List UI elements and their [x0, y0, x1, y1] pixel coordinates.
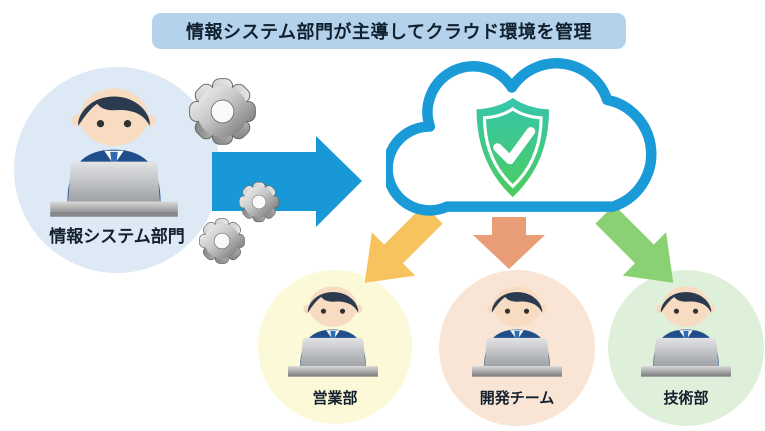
branch-arrow-dev-shape [473, 217, 545, 269]
gear-icon [186, 75, 259, 148]
person-at-laptop-icon [640, 286, 732, 379]
person-at-laptop-icon [287, 286, 379, 379]
department-label-dev: 開発チーム [479, 390, 555, 407]
main-flow-arrow-icon [212, 136, 362, 227]
branch-arrow-sales-shape [364, 204, 443, 283]
department-label-sales: 営業部 [312, 390, 358, 407]
department-label-tech: 技術部 [663, 390, 709, 407]
source-label: 情報システム部門 [49, 227, 185, 246]
cloud-icon [386, 58, 657, 216]
gear-icon [197, 216, 247, 266]
branch-arrow-tech-shape [595, 204, 674, 283]
person-at-laptop-icon [49, 88, 179, 220]
branch-arrow-tech-icon [595, 204, 674, 283]
branch-arrow-dev-icon [473, 217, 545, 269]
shield-check-icon [476, 97, 550, 198]
branch-arrow-sales-icon [364, 204, 443, 283]
checkmark-icon [493, 127, 536, 165]
title-banner: 情報システム部門が主導してクラウド環境を管理 [152, 13, 626, 49]
person-at-laptop-icon [471, 286, 563, 379]
title-text: 情報システム部門が主導してクラウド環境を管理 [186, 22, 592, 42]
main-flow-arrow-shape [212, 136, 362, 227]
